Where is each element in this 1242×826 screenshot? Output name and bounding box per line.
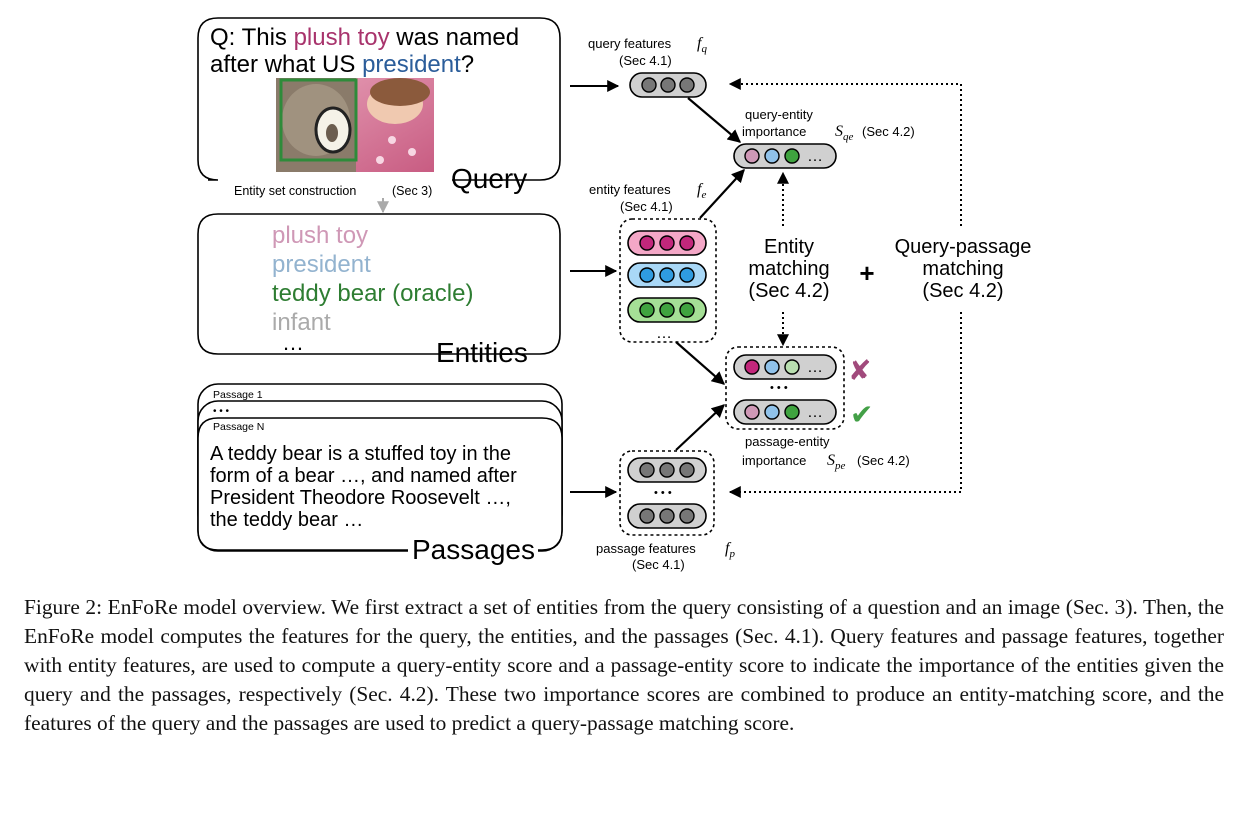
- pf-mid-dots: • • •: [654, 487, 672, 499]
- svg-text:matching: matching: [922, 258, 1003, 280]
- entity-matching: Entity matching (Sec 4.2): [748, 236, 829, 302]
- entity-set-construction-sec: (Sec 3): [392, 184, 432, 198]
- entity-teddy-bear-oracle: teddy bear (oracle): [272, 280, 473, 307]
- entity-features-sec: (Sec 4.1): [620, 199, 673, 214]
- svg-text:…: …: [807, 359, 823, 376]
- query-box: Q: This plush toy was named after what U…: [197, 17, 561, 194]
- teddy-bear-photo: [276, 78, 434, 172]
- passage-line-3: President Theodore Roosevelt …,: [210, 487, 511, 509]
- query-line-2: after what US president?: [210, 51, 474, 78]
- pe-label-line-2: importance: [742, 453, 806, 468]
- passage-line-2: form of a bear …, and named after: [210, 465, 517, 487]
- dotted-arrow-qp-to-passage: [728, 312, 962, 498]
- svg-text:matching: matching: [748, 258, 829, 280]
- qe-label-line-2: importance: [742, 124, 806, 139]
- pe-label-line-1: passage-entity: [745, 434, 830, 449]
- entity-set-construction: Entity set construction (Sec 3): [234, 184, 432, 214]
- svg-text:…: …: [807, 148, 823, 165]
- query-features-label: query features: [588, 36, 672, 51]
- plus-sign: +: [859, 258, 874, 288]
- query-highlight-plush-toy: plush toy: [294, 24, 390, 51]
- passage-tab-ellipsis: • • •: [213, 406, 230, 417]
- arrow-entity-feat-to-qe: [699, 169, 745, 219]
- entities-box: plush toy president teddy bear (oracle) …: [197, 213, 561, 368]
- svg-text:…: …: [807, 404, 823, 421]
- svg-text:Entity: Entity: [764, 236, 814, 258]
- model-overview-diagram: Q: This plush toy was named after what U…: [197, 17, 1032, 572]
- entity-infant: infant: [272, 309, 331, 336]
- query-entity-importance: query-entity importance Sqe (Sec 4.2) …: [733, 107, 915, 169]
- svg-text:(Sec 4.2): (Sec 4.2): [748, 280, 829, 302]
- pe-mid-dots: • • •: [770, 382, 788, 394]
- passage-features: • • • passage features fp (Sec 4.1): [596, 450, 735, 572]
- passage-features-label: passage features: [596, 541, 696, 556]
- check-icon: ✔: [850, 399, 873, 430]
- svg-text:Query-passage: Query-passage: [895, 236, 1032, 258]
- entity-features: entity features fe (Sec 4.1) …: [589, 181, 717, 343]
- entity-set-construction-label: Entity set construction: [234, 184, 356, 198]
- cross-icon: ✘: [848, 355, 871, 386]
- qe-symbol: Sqe: [835, 123, 854, 143]
- qe-label-line-1: query-entity: [745, 107, 813, 122]
- pe-symbol: Spe: [827, 452, 846, 472]
- query-features: query features fq (Sec 4.1): [588, 35, 707, 98]
- query-features-sec: (Sec 4.1): [619, 53, 672, 68]
- arrow-query-feat-to-qe: [687, 97, 742, 143]
- passage-n-tab: Passage N: [213, 421, 264, 433]
- figure-caption: Figure 2: EnFoRe model overview. We firs…: [24, 595, 1224, 735]
- passage-line-4: the teddy bear …: [210, 509, 363, 531]
- arrow-entity-feat-to-pe: [675, 341, 725, 385]
- passage-line-1: A teddy bear is a stuffed toy in the: [210, 443, 511, 465]
- query-box-label: Query: [451, 163, 527, 194]
- query-passage-matching: Query-passage matching (Sec 4.2): [895, 236, 1032, 302]
- passage-features-symbol: fp: [725, 540, 735, 560]
- dotted-arrow-qp-to-query: [728, 78, 962, 226]
- entities-ellipsis: …: [282, 330, 304, 355]
- query-line-1: Q: This plush toy was named: [210, 24, 519, 51]
- entity-plush-toy: plush toy: [272, 222, 368, 249]
- query-features-symbol: fq: [697, 35, 707, 55]
- qe-sec: (Sec 4.2): [862, 124, 915, 139]
- entity-features-symbol: fe: [697, 181, 706, 201]
- entities-box-label: Entities: [436, 337, 528, 368]
- passage-entity-importance: … • • • … ✘ ✔ passage-entity importance …: [725, 346, 910, 472]
- passages-stack: Passage 1 • • • Passage N A teddy bear i…: [197, 383, 563, 566]
- svg-text:(Sec 4.2): (Sec 4.2): [922, 280, 1003, 302]
- pe-sec: (Sec 4.2): [857, 453, 910, 468]
- entity-features-label: entity features: [589, 182, 671, 197]
- arrow-passage-feat-to-pe: [675, 404, 725, 451]
- passage-features-sec: (Sec 4.1): [632, 557, 685, 572]
- query-highlight-president: president: [362, 51, 461, 78]
- passages-box-label: Passages: [412, 534, 535, 565]
- svg-text:…: …: [656, 325, 672, 342]
- passage-1-tab: Passage 1: [213, 389, 263, 401]
- entity-president: president: [272, 251, 371, 278]
